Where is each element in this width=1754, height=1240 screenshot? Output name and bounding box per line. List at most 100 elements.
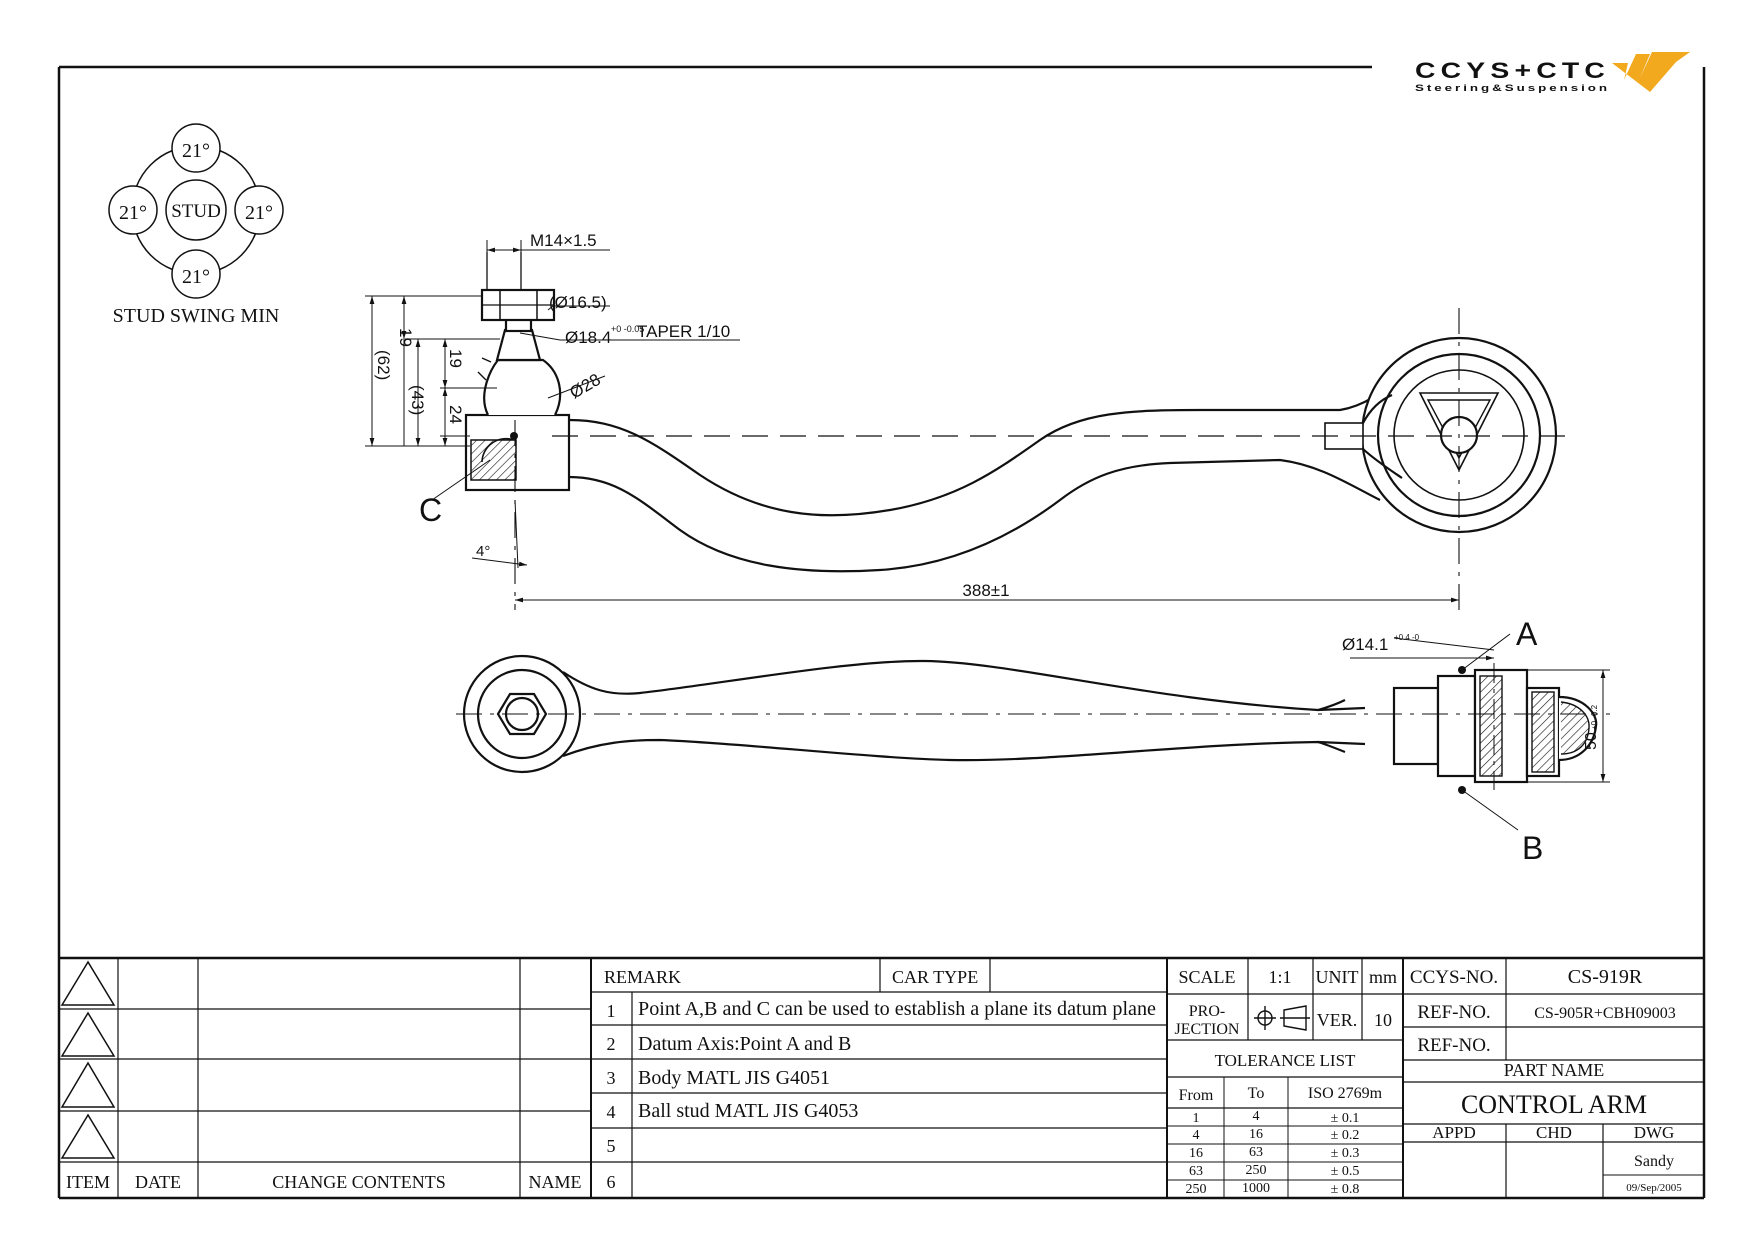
- point-c-label: C: [419, 492, 442, 528]
- dim-bush-width-tol: +0 -0.2: [1590, 704, 1599, 730]
- drawing-date: 09/Sep/2005: [1626, 1182, 1682, 1194]
- top-view: [462, 654, 1598, 790]
- rev-header-item: ITEM: [66, 1172, 110, 1192]
- tol-value: ± 0.8: [1331, 1182, 1360, 1197]
- tol-header-from: From: [1179, 1087, 1214, 1104]
- side-view: [464, 252, 1558, 573]
- rev-header-change: CHANGE CONTENTS: [272, 1172, 446, 1192]
- tol-value: ± 0.1: [1331, 1111, 1360, 1126]
- remark-no: 3: [607, 1068, 616, 1088]
- dim-angle: 4°: [476, 543, 490, 560]
- tol-value: ± 0.3: [1331, 1146, 1360, 1161]
- projection-label-2: JECTION: [1175, 1021, 1240, 1038]
- car-type-label: CAR TYPE: [892, 967, 978, 987]
- dim-24: 24: [446, 405, 465, 424]
- point-a-label: A: [1516, 616, 1538, 652]
- remark-no: 4: [607, 1102, 616, 1122]
- dim-bush-tol: +0.4 -0: [1394, 633, 1420, 642]
- tol-from: 250: [1186, 1182, 1207, 1197]
- side-view-dimensions: [365, 240, 1459, 603]
- dim-19-mid: 19: [446, 349, 465, 368]
- swing-center-label: STUD: [171, 201, 221, 222]
- swing-angle-right: 21°: [245, 202, 273, 224]
- dim-bush-dia: Ø14.1: [1342, 635, 1388, 654]
- remark-text: Point A,B and C can be used to establish…: [638, 998, 1156, 1020]
- ccys-label: CCYS-NO.: [1410, 967, 1498, 988]
- ref-label: REF-NO.: [1417, 1002, 1490, 1023]
- tol-value: ± 0.5: [1331, 1164, 1360, 1179]
- logo-tagline: Steering&Suspension: [1415, 83, 1610, 93]
- remark-header: REMARK: [604, 967, 681, 987]
- stud-taper: [495, 328, 542, 362]
- tol-from: 4: [1193, 1128, 1200, 1143]
- tol-to: 250: [1246, 1163, 1267, 1178]
- tol-header-iso: ISO 2769m: [1308, 1085, 1383, 1102]
- top-view-dimensions: [1350, 633, 1610, 831]
- swing-angle-bottom: 21°: [182, 266, 210, 288]
- ref2-label: REF-NO.: [1417, 1035, 1490, 1056]
- sheet-border: [57, 65, 1706, 1200]
- chd-label: CHD: [1536, 1123, 1572, 1142]
- rev-header-date: DATE: [135, 1172, 181, 1192]
- projection-label-1: PRO-: [1189, 1003, 1225, 1020]
- version-label: VER.: [1317, 1010, 1358, 1030]
- projection-symbol-icon: [1254, 1005, 1310, 1031]
- tolerance-title: TOLERANCE LIST: [1215, 1051, 1356, 1070]
- scale-label: SCALE: [1178, 967, 1235, 987]
- arm-body-outline: [568, 369, 1411, 517]
- unit-label: UNIT: [1316, 967, 1359, 987]
- remark-text: Datum Axis:Point A and B: [638, 1033, 851, 1055]
- tol-from: 1: [1193, 1111, 1200, 1126]
- tolerance-rows: 1 4 ± 0.1 4 16 ± 0.2 16 63 ± 0.3 63 250 …: [1186, 1109, 1360, 1197]
- remark-text: Body MATL JIS G4051: [638, 1067, 830, 1089]
- dim-nut-dia: (Ø16.5): [549, 293, 607, 312]
- remark-no: 5: [607, 1136, 616, 1156]
- drawn-by: Sandy: [1634, 1153, 1674, 1170]
- unit-value: mm: [1369, 967, 1397, 987]
- dim-thread: M14×1.5: [530, 231, 597, 250]
- stud-swing-diagram: 21° 21° 21° 21° STUD STUD SWING MIN: [108, 123, 284, 327]
- tol-from: 16: [1189, 1146, 1203, 1161]
- tol-to: 63: [1249, 1145, 1263, 1160]
- dim-boot-dia: Ø28: [567, 370, 604, 403]
- logo-wordmark: CCYS+CTC: [1415, 58, 1610, 83]
- remark-text: Ball stud MATL JIS G4053: [638, 1100, 858, 1122]
- dim-62: (62): [374, 350, 393, 380]
- dim-bush-width: 50: [1583, 732, 1600, 750]
- dim-taper: Ø18.4: [565, 328, 611, 347]
- ccys-number: CS-919R: [1568, 966, 1643, 988]
- dim-43: (43): [408, 385, 427, 415]
- dim-length: 388±1: [962, 581, 1009, 600]
- tol-header-to: To: [1248, 1085, 1265, 1102]
- remark-no: 6: [607, 1172, 616, 1192]
- tol-from: 63: [1189, 1164, 1203, 1179]
- point-b-label: B: [1522, 830, 1543, 866]
- tol-value: ± 0.2: [1331, 1128, 1360, 1143]
- swing-caption: STUD SWING MIN: [113, 305, 280, 327]
- swing-angle-left: 21°: [119, 202, 147, 224]
- title-block-lines: [59, 956, 1704, 1198]
- company-logo: CCYS+CTC Steering&Suspension: [1415, 52, 1690, 93]
- ball-joint-section: [470, 439, 517, 481]
- dim-19-top: 19: [396, 328, 415, 347]
- part-name-label: PART NAME: [1504, 1060, 1604, 1080]
- dwg-label: DWG: [1634, 1123, 1675, 1142]
- ref-number: CS-905R+CBH09003: [1534, 1005, 1676, 1022]
- logo-swoosh-icon: [1612, 52, 1690, 92]
- appd-label: APPD: [1432, 1123, 1475, 1142]
- tol-to: 16: [1249, 1127, 1263, 1142]
- tol-to: 4: [1253, 1109, 1260, 1124]
- scale-value: 1:1: [1268, 967, 1291, 987]
- remark-no: 1: [607, 1001, 616, 1021]
- dust-boot: [483, 358, 562, 416]
- remark-no: 2: [607, 1034, 616, 1054]
- part-name: CONTROL ARM: [1461, 1090, 1647, 1119]
- dim-taper-ratio: TAPER 1/10: [637, 322, 730, 341]
- version-value: 10: [1374, 1010, 1392, 1030]
- arm-top-outline: [562, 659, 1366, 712]
- tol-to: 1000: [1242, 1181, 1270, 1196]
- dim-taper-tol: +0 -0.05: [611, 324, 644, 334]
- swing-angle-top: 21°: [182, 140, 210, 162]
- rev-header-name: NAME: [529, 1172, 582, 1192]
